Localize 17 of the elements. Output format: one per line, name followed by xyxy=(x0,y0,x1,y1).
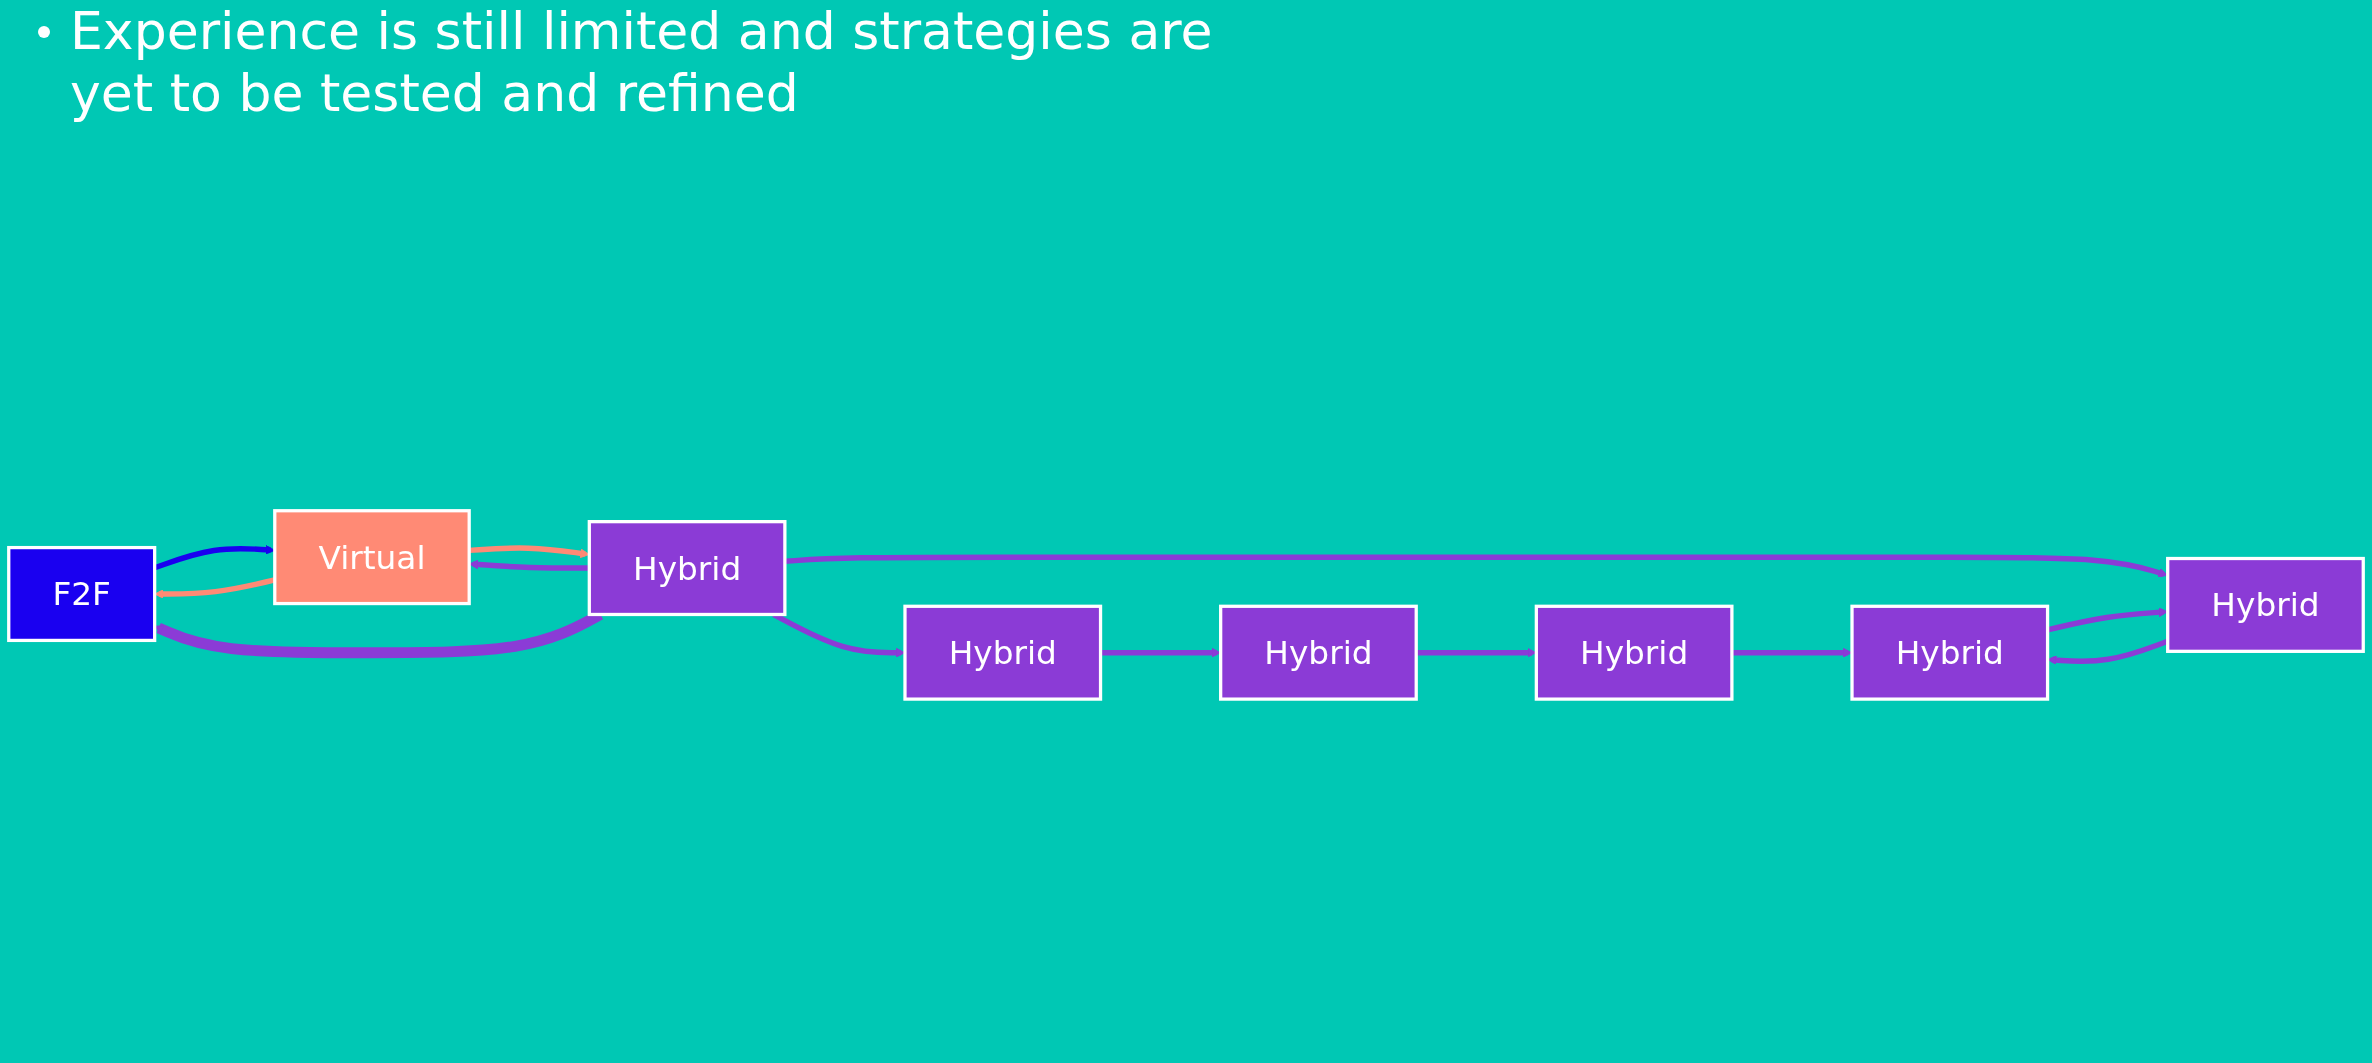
arrow xyxy=(1416,647,1537,658)
node-box: Hybrid xyxy=(1534,604,1734,701)
node-box: Hybrid xyxy=(903,604,1103,701)
node-box: Hybrid xyxy=(587,520,787,617)
arrow xyxy=(154,577,276,599)
arrow xyxy=(469,545,590,559)
arrow xyxy=(468,559,590,571)
node-box: Hybrid xyxy=(1219,604,1418,701)
arrow xyxy=(2046,607,2169,633)
bullet-text: Experience is still limited and strategies are yet to be tested and refined xyxy=(70,0,1214,124)
node-box: F2F xyxy=(7,546,157,643)
arrow xyxy=(1100,647,1222,658)
node-box: Hybrid xyxy=(2166,556,2365,654)
arrow xyxy=(2047,638,2169,665)
node-box: Hybrid xyxy=(1850,604,2050,701)
arrow xyxy=(153,545,276,571)
node-box: Virtual xyxy=(273,509,471,606)
